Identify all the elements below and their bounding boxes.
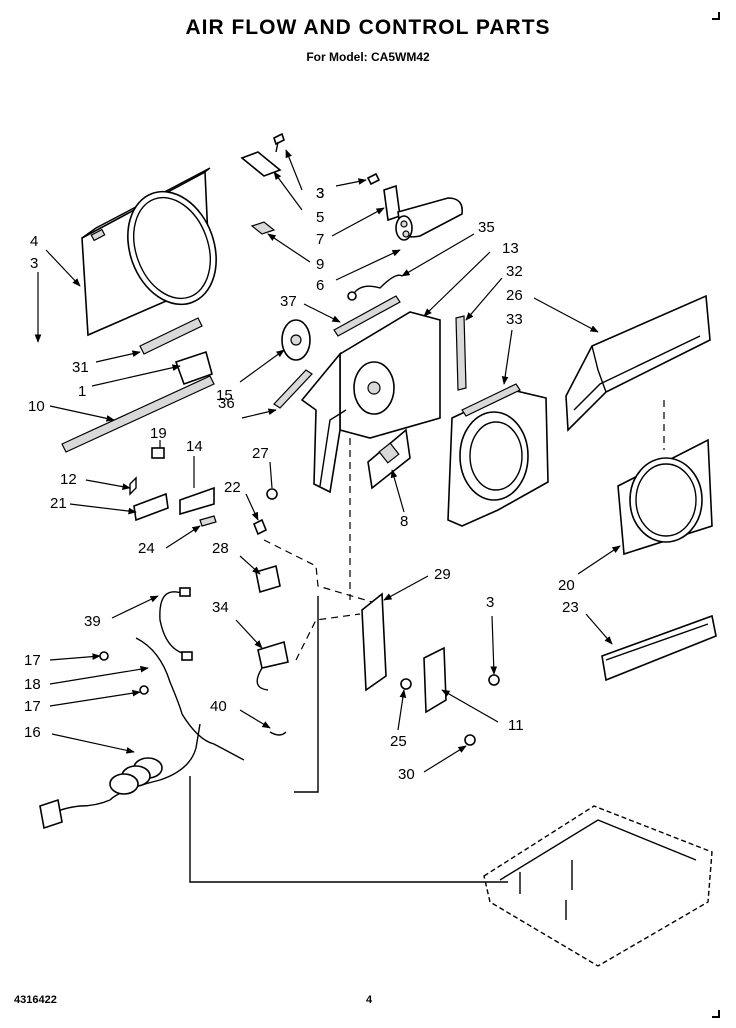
screw-part-2 (366, 172, 381, 186)
screw-part (273, 132, 285, 153)
callout-label: 33 (506, 311, 523, 328)
terminal-part (255, 564, 281, 594)
callout-label: 18 (24, 676, 41, 693)
callout-label: 40 (210, 698, 227, 715)
callout-label: 29 (434, 566, 451, 583)
plate-part (133, 492, 169, 522)
callout-label: 4 (30, 233, 38, 250)
callout-label: 20 (558, 577, 575, 594)
screw-part-3 (488, 674, 500, 686)
callout-label: 22 (224, 479, 241, 496)
callout-label: 25 (390, 733, 407, 750)
wire-part (347, 274, 403, 301)
bulkhead-part (300, 311, 441, 494)
relay-part (256, 640, 289, 691)
screw-part-5 (464, 734, 476, 746)
callout-label: 17 (24, 652, 41, 669)
page-number: 4 (366, 994, 373, 1006)
callout-label: 21 (50, 495, 67, 512)
lead-wire-part (269, 731, 287, 736)
support-bracket-part (139, 317, 203, 355)
strip-part (273, 369, 313, 409)
screw-part-4 (400, 678, 412, 690)
screw-part-6 (99, 651, 109, 661)
callout-label: 32 (506, 263, 523, 280)
cover-part (423, 646, 447, 714)
connector-part (199, 515, 217, 527)
callout-label: 8 (400, 513, 408, 530)
callout-label: 3 (316, 185, 324, 202)
corner-mark (712, 1010, 720, 1018)
callout-label: 10 (28, 398, 45, 415)
rail-part (61, 375, 215, 453)
foam-strip-part (333, 295, 401, 337)
front-panel-part (81, 167, 217, 337)
page-title: AIR FLOW AND CONTROL PARTS (185, 16, 551, 39)
callout-label: 3 (316, 185, 324, 202)
callout-label: 6 (316, 277, 324, 294)
base-pan-part (483, 805, 713, 967)
callout-label: 5 (316, 209, 324, 226)
control-panel-part (367, 428, 411, 490)
callout-label: 37 (280, 293, 297, 310)
cable-part (159, 587, 193, 661)
fan-hub-part (281, 319, 311, 361)
capacitor-part (383, 184, 464, 241)
callout-label: 9 (316, 256, 324, 273)
switch-part (179, 486, 215, 516)
power-cord-part (39, 637, 245, 830)
callout-label: 7 (316, 231, 324, 248)
callout-label: 27 (252, 445, 269, 462)
callout-label: 34 (212, 599, 229, 616)
clip-part (250, 221, 276, 235)
control-bracket-part (361, 592, 387, 692)
callout-label: 36 (218, 395, 235, 412)
callout-labels: 3 5 3 7 9 35 13 6 4 3 32 26 37 33 31 15 … (24, 185, 579, 783)
callout-label: 17 (24, 698, 41, 715)
callout-label: 13 (502, 240, 519, 257)
callout-label: 11 (508, 717, 524, 734)
document-number: 4316422 (14, 994, 57, 1006)
bracket-part (240, 151, 282, 177)
callout-label: 15 (216, 387, 233, 404)
callout-label: 12 (60, 471, 77, 488)
model-subtitle: For Model: CA5WM42 (306, 50, 430, 64)
fan-scroll-part (447, 383, 549, 527)
callout-label: 30 (398, 766, 415, 783)
callout-label: 14 (186, 438, 203, 455)
callout-label: 28 (212, 540, 229, 557)
screw-part-7 (139, 685, 149, 695)
air-duct-part (565, 294, 711, 432)
callout-label: 19 (150, 425, 167, 442)
grille-panel-part (617, 438, 713, 556)
callout-label: 31 (72, 359, 89, 376)
seal-strip-part (455, 315, 467, 391)
callout-label: 23 (562, 599, 579, 616)
knob-part (266, 488, 278, 500)
callout-label: 24 (138, 540, 155, 557)
callout-label: 39 (84, 613, 101, 630)
corner-mark (712, 12, 720, 20)
angle-part (174, 350, 213, 386)
fastener-part (252, 518, 268, 536)
callout-label: 3 (30, 255, 38, 272)
callout-label: 3 (486, 594, 494, 611)
callout-label: 35 (478, 219, 495, 236)
drain-channel-part (601, 614, 717, 682)
tag-part (129, 476, 137, 496)
callout-label: 26 (506, 287, 523, 304)
callout-label: 16 (24, 724, 41, 741)
callout-label: 1 (78, 383, 86, 400)
label-part (151, 447, 165, 459)
